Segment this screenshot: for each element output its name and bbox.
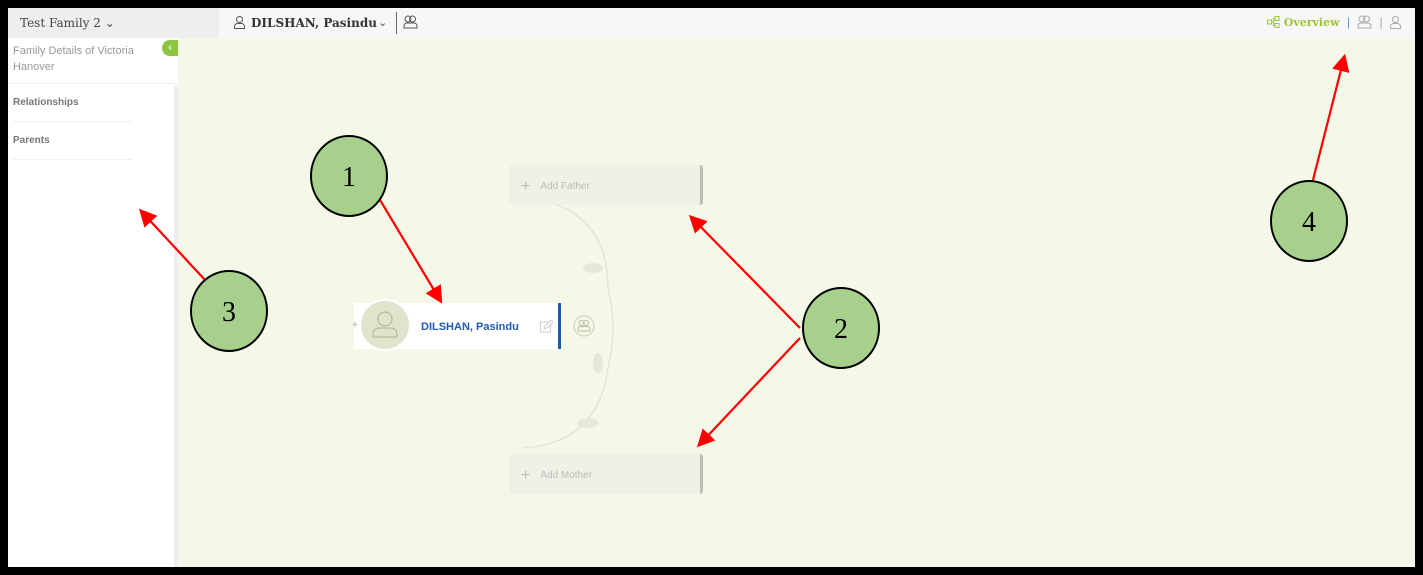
annotation-circle-1 bbox=[310, 135, 388, 217]
vine-decoration bbox=[522, 198, 614, 449]
sidebar-header: Family Details of Victoria Hanover bbox=[8, 38, 178, 84]
chevron-down-icon: ⌄ bbox=[104, 16, 115, 30]
avatar bbox=[359, 299, 411, 351]
add-child-button[interactable]: + bbox=[352, 320, 358, 331]
annotation-circle-3 bbox=[190, 270, 268, 352]
relationships-icon[interactable] bbox=[573, 315, 595, 337]
annotation-label: 2 bbox=[834, 314, 848, 345]
scrollbar[interactable] bbox=[174, 86, 178, 567]
user-icon bbox=[372, 311, 398, 338]
annotation-label: 3 bbox=[222, 297, 236, 328]
sidebar-item-relationships[interactable]: Relationships bbox=[13, 84, 133, 122]
plus-icon: + bbox=[521, 467, 531, 484]
user-icon bbox=[234, 16, 245, 29]
edit-icon[interactable] bbox=[540, 320, 553, 333]
chevron-down-icon[interactable]: ⌄ bbox=[378, 17, 388, 29]
add-mother-button[interactable]: +Add Mother bbox=[509, 454, 703, 494]
user-icon[interactable] bbox=[1390, 15, 1401, 29]
family-selector[interactable]: Test Family 2 ⌄ bbox=[8, 8, 219, 38]
annotation-arrows bbox=[139, 53, 1350, 448]
group-icon[interactable] bbox=[1357, 15, 1372, 29]
annotation-label: 1 bbox=[342, 162, 356, 193]
person-selector[interactable]: DILSHAN, Pasindu bbox=[234, 16, 377, 30]
add-father-button[interactable]: +Add Father bbox=[509, 165, 703, 205]
sidebar-item-parents[interactable]: Parents bbox=[13, 122, 133, 160]
tree-icon bbox=[1266, 16, 1280, 28]
top-bar: Test Family 2 ⌄ DILSHAN, Pasindu ⌄ Overv… bbox=[8, 8, 1415, 38]
annotation-circle-2 bbox=[802, 287, 880, 369]
sidebar: Family Details of Victoria Hanover Relat… bbox=[8, 38, 178, 567]
divider bbox=[396, 12, 397, 34]
overview-link[interactable]: Overview bbox=[1266, 16, 1340, 29]
annotation-circle-4 bbox=[1270, 180, 1348, 262]
divider: | bbox=[1379, 15, 1383, 29]
group-icon[interactable] bbox=[403, 15, 418, 29]
collapse-sidebar-button[interactable]: ‹ bbox=[162, 40, 178, 56]
annotation-label: 4 bbox=[1302, 207, 1316, 238]
divider: | bbox=[1346, 15, 1351, 29]
person-name[interactable]: DILSHAN, Pasindu bbox=[421, 321, 519, 333]
plus-icon: + bbox=[521, 178, 531, 195]
